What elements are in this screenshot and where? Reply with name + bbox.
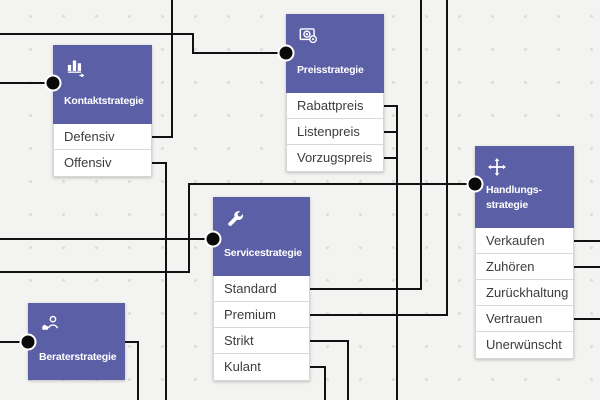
option-row[interactable]: Verkaufen — [476, 228, 573, 254]
node-beraterstrategie[interactable]: Beraterstrategie — [28, 303, 125, 380]
edge-kulant-to-bottom — [310, 366, 326, 400]
option-row[interactable]: Zurückhaltung — [476, 280, 573, 306]
edge-offensiv-to-bottom — [152, 162, 167, 400]
edge-rabattpreis-to-bottom — [384, 105, 398, 400]
option-row[interactable]: Rabattpreis — [287, 93, 383, 119]
node-title: Preisstrategie — [297, 63, 364, 76]
node-title: Servicestrategie — [224, 246, 302, 259]
option-row[interactable]: Vertrauen — [476, 306, 573, 332]
column-chart-arrow-icon — [67, 60, 85, 77]
edge-top-to-defensiv — [152, 0, 173, 138]
node-header-kontaktstrategie[interactable]: Kontaktstrategie — [53, 45, 152, 124]
node-header-preisstrategie[interactable]: Preisstrategie — [286, 14, 384, 93]
node-header-beraterstrategie[interactable]: Beraterstrategie — [28, 303, 125, 380]
edge-beraterstrategie-to-bottom — [125, 341, 139, 400]
option-row[interactable]: Defensiv — [54, 124, 151, 150]
wrench-icon — [228, 211, 244, 226]
option-row[interactable]: Unerwünscht — [476, 332, 573, 358]
move-arrows-icon — [487, 157, 507, 177]
option-row[interactable]: Kulant — [214, 354, 309, 380]
option-row[interactable]: Standard — [214, 276, 309, 302]
node-header-handlungsstrategie[interactable]: Handlungs- strategie — [475, 146, 574, 228]
option-row[interactable]: Premium — [214, 302, 309, 328]
node-title: Kontaktstrategie — [64, 94, 144, 107]
node-title: Beraterstrategie — [39, 350, 117, 363]
option-row[interactable]: Listenpreis — [287, 119, 383, 145]
price-preview-icon — [299, 28, 318, 44]
node-header-servicestrategie[interactable]: Servicestrategie — [213, 197, 310, 276]
advisor-person-icon — [42, 315, 59, 330]
option-row[interactable]: Offensiv — [54, 150, 151, 176]
edge-strikt-to-bottom — [310, 340, 349, 400]
option-row[interactable]: Strikt — [214, 328, 309, 354]
node-title: Handlungs- strategie — [486, 183, 542, 211]
option-row[interactable]: Zuhören — [476, 254, 573, 280]
option-row[interactable]: Vorzugspreis — [287, 145, 383, 171]
